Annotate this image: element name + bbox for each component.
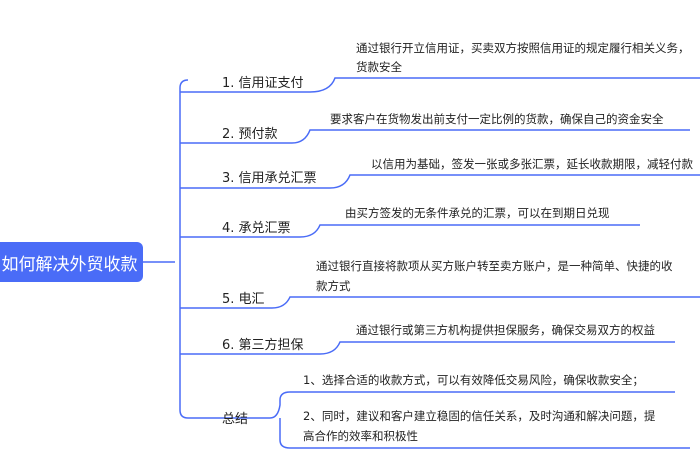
detail-4-connector — [299, 224, 328, 238]
branch-wire-transfer[interactable]: 5. 电汇 — [222, 292, 265, 307]
branch-summary[interactable]: 总结 — [222, 412, 249, 427]
summary-connector — [269, 391, 291, 419]
branch-credit-acceptance-draft[interactable]: 3. 信用承兑汇票 — [222, 171, 317, 186]
summary-2-connector — [279, 418, 291, 449]
summary-point-2-line-2: 高合作的效率和积极性 — [303, 429, 418, 443]
detail-1-connector — [309, 77, 340, 93]
root-node[interactable]: 如何解决外贸收款 — [0, 242, 143, 282]
detail-3-connector — [329, 174, 358, 189]
detail-credit-acceptance-draft: 以信用为基础，签发一张或多张汇票，延长收款期限，减轻付款 — [371, 157, 693, 171]
detail-prepayment: 要求客户在货物发出前支付一定比例的货款，确保自己的资金安全 — [330, 112, 664, 126]
summary-point-2-line-1: 2、同时，建议和客户建立稳固的信任关系，及时沟通和解决问题，提 — [303, 409, 656, 423]
branch-letter-of-credit[interactable]: 1. 信用证支付 — [222, 76, 304, 91]
detail-letter-of-credit-line-1: 通过银行开立信用证，买卖双方按照信用证的规定履行相关义务， — [356, 41, 690, 55]
detail-third-party-guarantee: 通过银行或第三方机构提供担保服务，确保交易双方的权益 — [356, 323, 655, 337]
branch-third-party-guarantee[interactable]: 6. 第三方担保 — [222, 338, 304, 353]
branch-prepayment[interactable]: 2. 预付款 — [222, 127, 278, 142]
trunk-top-curve — [179, 79, 189, 89]
detail-letter-of-credit-line-2: 货款安全 — [356, 60, 402, 74]
detail-5-connector — [271, 296, 298, 309]
detail-2-connector — [291, 129, 318, 144]
detail-6-connector — [319, 341, 348, 355]
branch-acceptance-draft[interactable]: 4. 承兑汇票 — [222, 221, 291, 236]
detail-acceptance-draft: 由买方签发的无条件承兑的汇票，可以在到期日兑现 — [345, 206, 610, 220]
summary-point-1: 1、选择合适的收款方式，可以有效降低交易风险，确保收款安全； — [303, 373, 644, 387]
detail-wire-transfer-line-1: 通过银行直接将款项从买方账户转至卖方账户，是一种简单、快捷的收 — [316, 259, 673, 273]
trunk-bottom-curve — [179, 409, 189, 419]
detail-wire-transfer-line-2: 款方式 — [316, 279, 351, 293]
